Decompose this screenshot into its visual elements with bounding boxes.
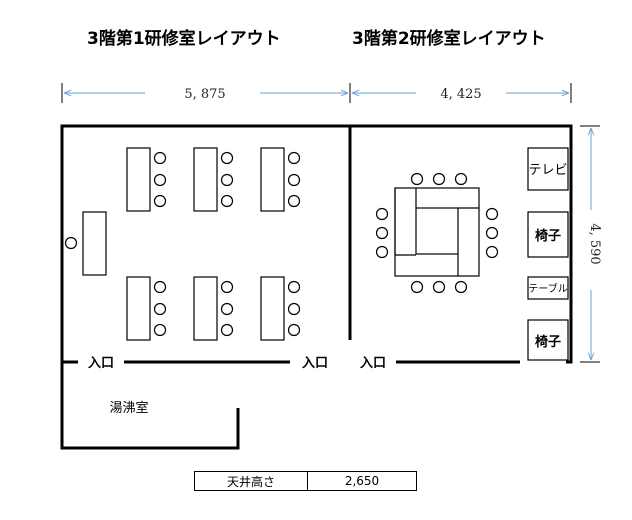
dimension-depth: 4, 590 bbox=[580, 125, 602, 363]
desk-group bbox=[260, 276, 301, 341]
ceiling-height-label: 天井高さ bbox=[194, 471, 308, 491]
room1-width-label: 5, 875 bbox=[184, 87, 225, 102]
desk-group bbox=[126, 276, 167, 341]
ceiling-height-value: 2,650 bbox=[307, 471, 417, 491]
desk-group bbox=[193, 147, 234, 212]
dimension-room2-width: 4, 425 bbox=[352, 83, 572, 103]
lectern bbox=[64, 211, 107, 276]
dimension-room1-width: 5, 875 bbox=[61, 83, 351, 103]
walls bbox=[60, 124, 573, 450]
ceiling-height-table: 天井高さ 2,650 bbox=[194, 471, 417, 491]
storage-items bbox=[527, 147, 569, 361]
desk-group bbox=[126, 147, 167, 212]
room2-width-label: 4, 425 bbox=[440, 87, 481, 102]
depth-label: 4, 590 bbox=[587, 223, 602, 264]
entrance-label: 入口 bbox=[88, 356, 114, 371]
desk-group bbox=[193, 276, 234, 341]
desk-group bbox=[260, 147, 301, 212]
entrance-label: 入口 bbox=[302, 356, 328, 371]
chair-storage-label: 椅子 bbox=[535, 228, 561, 244]
room2-title: 3階第2研修室レイアウト bbox=[352, 29, 546, 49]
room1-furniture bbox=[64, 147, 301, 341]
room1-title: 3階第1研修室レイアウト bbox=[87, 29, 281, 49]
room2-table-group bbox=[375, 172, 499, 294]
chair-storage-label: 椅子 bbox=[535, 334, 561, 350]
table-storage-label: テーブル bbox=[528, 282, 567, 295]
tv-label: テレビ bbox=[528, 163, 567, 178]
entrance-label: 入口 bbox=[360, 356, 386, 371]
kitchenette-label: 湯沸室 bbox=[109, 400, 148, 416]
